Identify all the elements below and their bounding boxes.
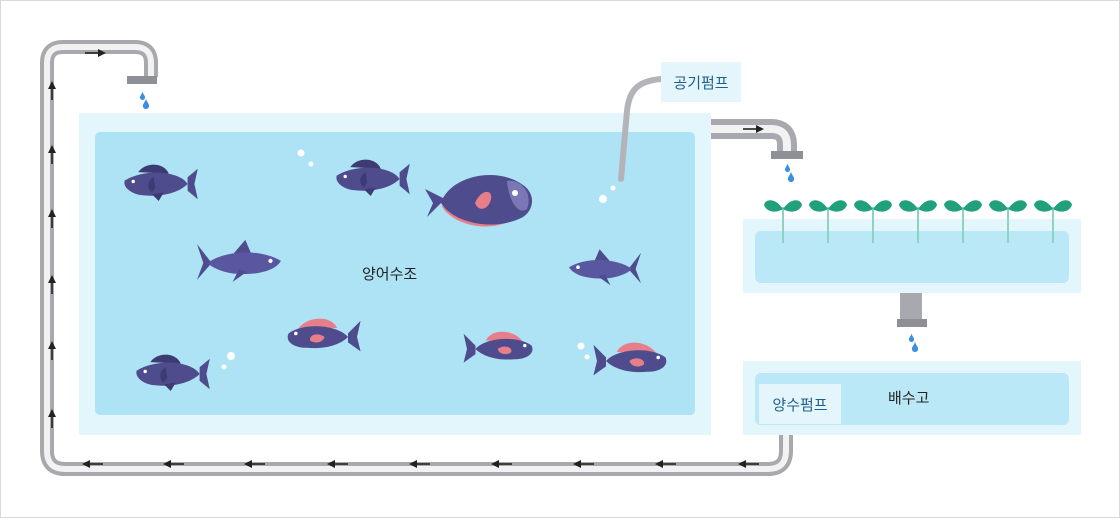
fish-icon — [136, 354, 210, 391]
arrow-icon — [85, 49, 106, 57]
outlet-pipe — [707, 119, 803, 159]
air-bubble — [297, 149, 305, 157]
return-pipe — [40, 40, 793, 476]
arrow-icon — [82, 460, 103, 468]
arrow-icon — [48, 145, 56, 164]
flow-arrows — [48, 49, 764, 468]
water-pump-label: 양수펌프 — [759, 384, 841, 424]
water-drop-icon — [784, 163, 791, 172]
fish-icon — [124, 164, 198, 201]
arrow-icon — [48, 81, 56, 100]
arrow-icon — [244, 460, 265, 468]
arrow-icon — [738, 460, 759, 468]
arrow-icon — [743, 125, 764, 133]
fish-tank-label: 양어수조 — [362, 265, 418, 283]
air-bubble — [308, 161, 314, 167]
air-pump-tube — [618, 76, 664, 182]
air-bubble — [584, 354, 590, 360]
air-bubble — [221, 364, 227, 370]
fish-icon — [336, 159, 410, 196]
grow-bed-water — [755, 231, 1069, 283]
arrow-icon — [48, 275, 56, 294]
arrow-icon — [573, 460, 594, 468]
water-drop-icon — [787, 171, 795, 182]
fish-icon — [425, 174, 532, 227]
arrow-icon — [327, 460, 348, 468]
arrow-icon — [48, 341, 56, 360]
arrow-icon — [409, 460, 430, 468]
drain-tank-label: 배수고 — [888, 389, 930, 407]
air-bubble — [599, 195, 607, 203]
air-bubble — [610, 185, 616, 191]
arrow-icon — [491, 460, 512, 468]
arrow-icon — [48, 209, 56, 228]
fish-group — [124, 159, 667, 391]
water-drop-icon — [142, 98, 150, 109]
air-pump-label: 공기펌프 — [661, 62, 741, 102]
fish-tank-water — [95, 132, 695, 415]
arrow-icon — [48, 409, 56, 428]
fish-icon — [463, 331, 533, 363]
fish-icon — [197, 239, 281, 282]
air-bubbles — [221, 149, 616, 370]
water-drop-icon — [911, 341, 919, 352]
grow-bed-drain-pipe — [897, 291, 927, 327]
fish-icon — [593, 342, 667, 376]
arrow-icon — [163, 460, 184, 468]
water-drop-icon — [908, 333, 915, 342]
fish-icon — [569, 249, 641, 286]
air-bubble — [577, 342, 585, 350]
arrow-icon — [655, 460, 676, 468]
fish-icon — [287, 318, 361, 352]
air-bubble — [227, 352, 235, 360]
water-drop-icon — [139, 91, 146, 100]
